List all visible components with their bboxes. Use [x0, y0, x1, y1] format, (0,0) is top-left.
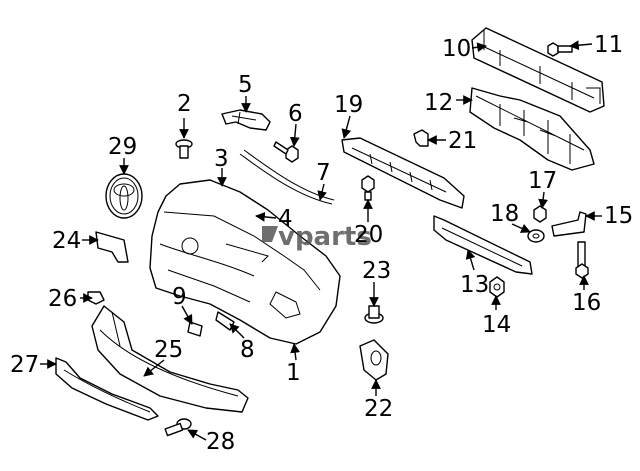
- leader-lines: [40, 40, 602, 441]
- callout-14: 14: [482, 312, 511, 338]
- callout-2: 2: [177, 91, 192, 117]
- part-10-reinforcement-beam: [471, 27, 605, 113]
- part-25-lower-spoiler: [91, 305, 249, 413]
- callout-22: 22: [364, 396, 393, 422]
- callout-21: 21: [448, 128, 477, 154]
- callout-9: 9: [172, 284, 187, 310]
- part-12-energy-absorber: [469, 87, 595, 171]
- callout-7: 7: [316, 160, 331, 186]
- callout-27: 27: [10, 352, 39, 378]
- callout-12: 12: [424, 90, 453, 116]
- callout-1: 1: [286, 360, 301, 386]
- part-21-clip: [413, 129, 429, 147]
- callout-19: 19: [334, 92, 363, 118]
- part-13-lower-brace: [433, 215, 533, 275]
- part-2-screw: [175, 139, 193, 159]
- callout-3: 3: [214, 146, 229, 172]
- part-17-bolt: [533, 205, 547, 223]
- callout-24: 24: [52, 228, 81, 254]
- callout-15: 15: [604, 203, 633, 229]
- callout-20: 20: [354, 222, 383, 248]
- callout-28: 28: [206, 429, 235, 455]
- callout-10: 10: [442, 36, 471, 62]
- watermark-text: vparts: [278, 222, 372, 252]
- part-16-bolt: [575, 241, 589, 279]
- part-27-garnish: [55, 357, 159, 421]
- callout-11: 11: [594, 32, 623, 58]
- part-24-bracket: [95, 231, 129, 263]
- watermark: vparts: [262, 222, 372, 252]
- part-20-bolt: [361, 175, 375, 201]
- callout-29: 29: [108, 134, 137, 160]
- callout-25: 25: [154, 337, 183, 363]
- callout-16: 16: [572, 290, 601, 316]
- callout-13: 13: [460, 272, 489, 298]
- part-23-push-clip: [364, 305, 384, 324]
- callout-6: 6: [288, 101, 303, 127]
- part-15-bracket: [551, 211, 587, 237]
- callout-17: 17: [528, 168, 557, 194]
- callout-23: 23: [362, 258, 391, 284]
- callout-18: 18: [490, 201, 519, 227]
- callout-labels: 1 2 3 4 5 6 7 8 9 10 11 12 13 14 15 16 1…: [10, 32, 633, 455]
- part-18-washer: [527, 229, 545, 243]
- part-19-support-retainer: [341, 137, 465, 209]
- part-22-tow-hook-cover: [359, 339, 389, 381]
- callout-5: 5: [238, 72, 253, 98]
- callout-4: 4: [278, 206, 293, 232]
- part-11-bolt: [547, 42, 573, 57]
- part-29-emblem: [105, 173, 143, 219]
- part-9-pad: [187, 321, 203, 337]
- callout-26: 26: [48, 286, 77, 312]
- part-1-bumper-cover: [149, 179, 341, 345]
- part-14-nut: [489, 276, 505, 298]
- part-5-bracket: [221, 109, 271, 131]
- part-28-screw: [164, 418, 192, 437]
- callout-8: 8: [240, 337, 255, 363]
